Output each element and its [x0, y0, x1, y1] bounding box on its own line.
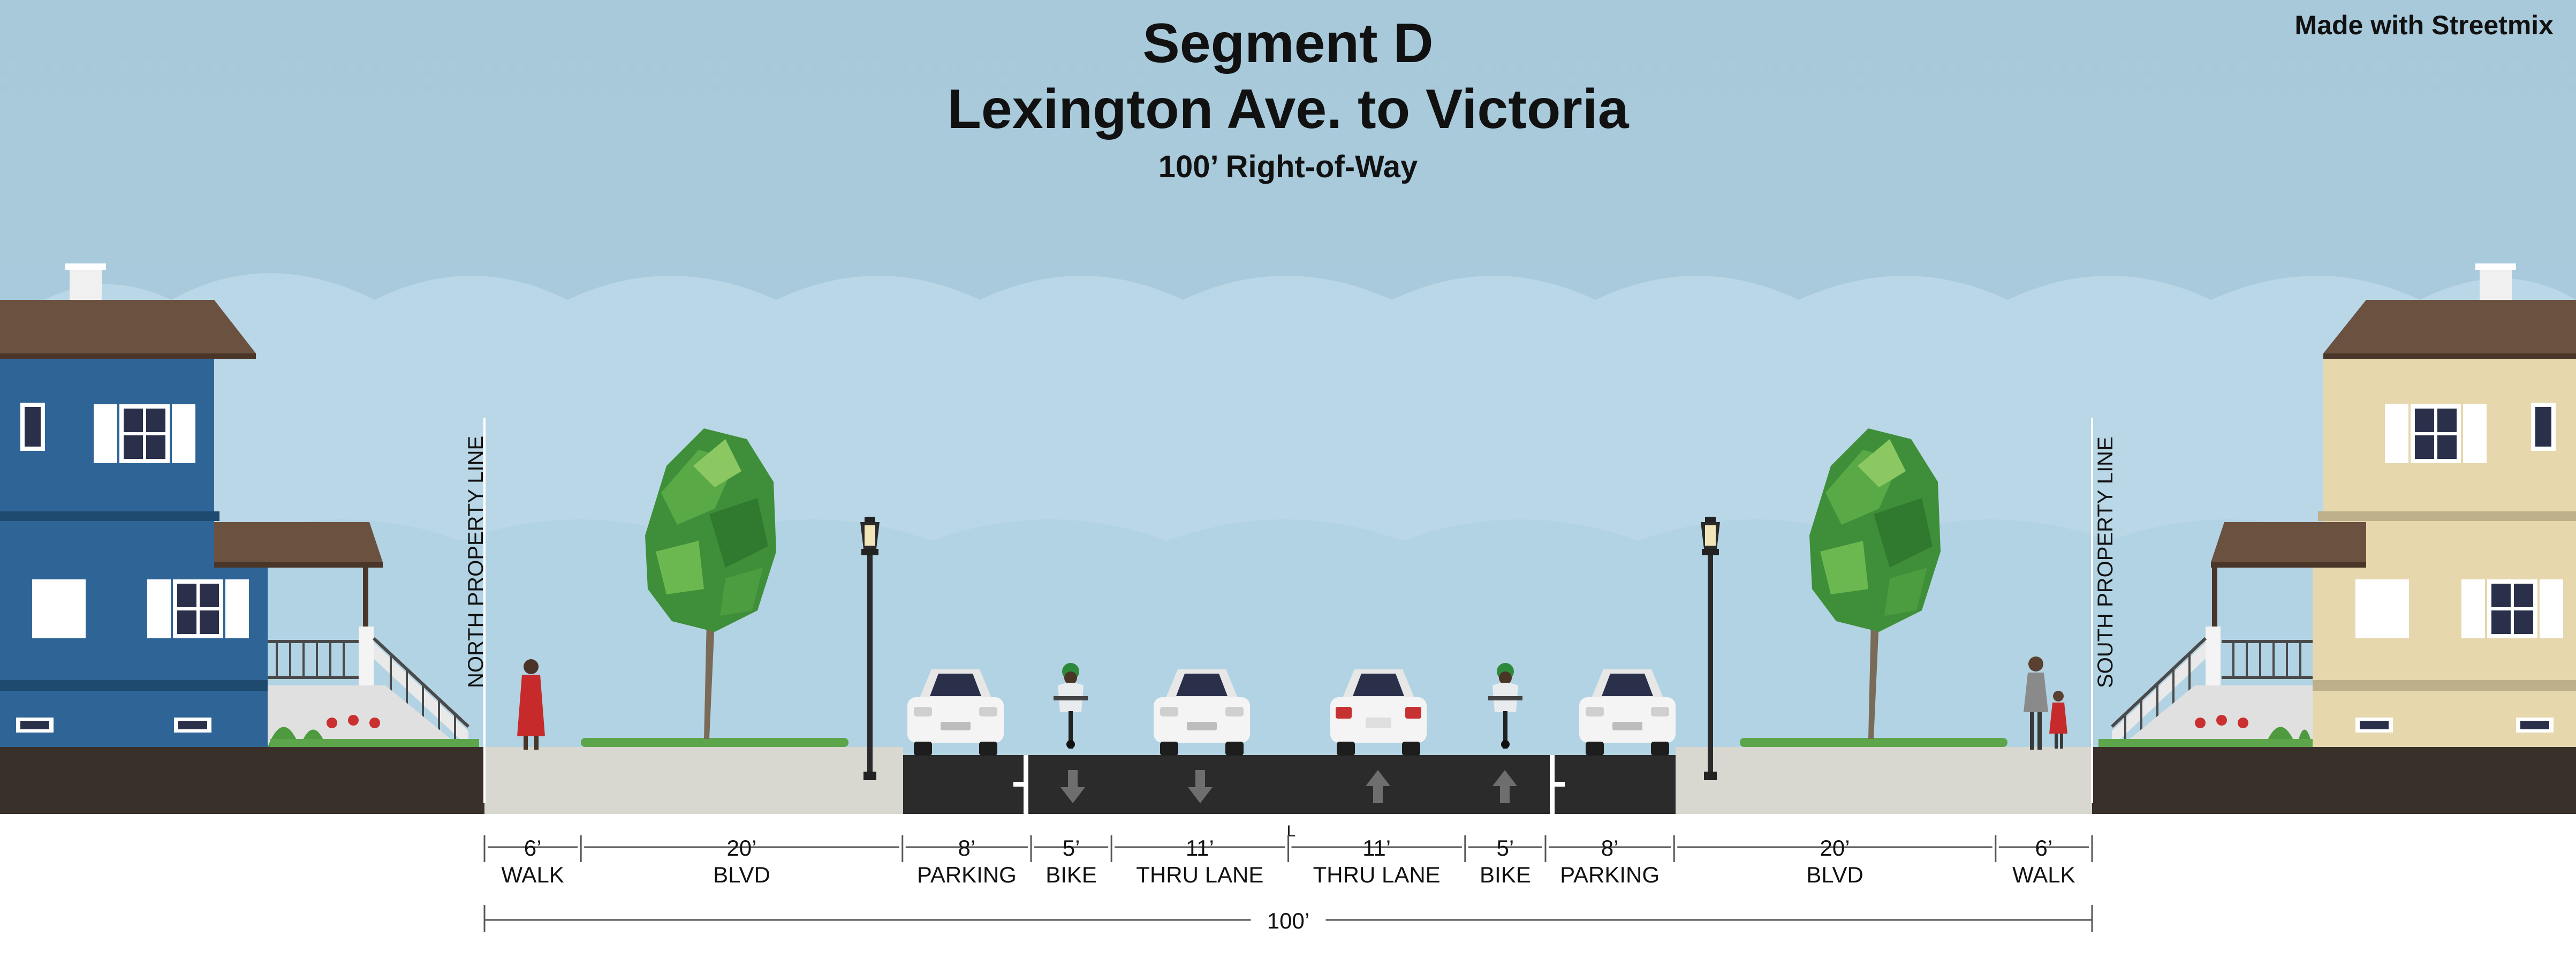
grass-strip-north: [581, 738, 848, 747]
north-house: [0, 263, 479, 747]
segment-name: BLVD: [1806, 862, 1863, 887]
segment-width: 6’: [524, 835, 542, 861]
south-property-line-label: SOUTH PROPERTY LINE: [2094, 436, 2117, 688]
segment-name: PARKING: [1560, 862, 1660, 887]
pedestrian-south-child: [2049, 691, 2067, 749]
streetmix-credit: Made with Streetmix: [2294, 10, 2554, 40]
bike-lane-stripe-north-tick: [1013, 782, 1028, 787]
roadway: [903, 755, 1676, 814]
bike-lane-stripe-south-tick: [1550, 782, 1565, 787]
arrow-down-icon: [1188, 770, 1213, 803]
segment-width: 6’: [2035, 835, 2053, 861]
segment-width: 5’: [1063, 835, 1080, 861]
total-width-label: 100’: [1267, 908, 1309, 933]
total-width-label-bg: [1251, 906, 1326, 933]
south-house: [2098, 263, 2576, 747]
pedestrian-north: [517, 659, 545, 750]
south-sidewalk-blvd: [1676, 747, 2092, 814]
segment-name: PARKING: [917, 862, 1017, 887]
north-sidewalk-blvd: [484, 747, 903, 814]
segment-width: 20’: [726, 835, 756, 861]
pedestrian-south-adult: [2024, 656, 2048, 750]
segment-width: 5’: [1497, 835, 1514, 861]
segment-name: BLVD: [713, 862, 770, 887]
arrow-up-icon: [1492, 770, 1517, 803]
right-of-way-label: 100’ Right-of-Way: [1158, 149, 1418, 184]
segment-width: 20’: [1820, 835, 1850, 861]
south-soil: [2092, 747, 2576, 814]
north-property-line-label: NORTH PROPERTY LINE: [464, 436, 488, 688]
grass-strip-south: [1740, 738, 2007, 747]
segment-width: 11’: [1362, 835, 1391, 861]
segment-name: WALK: [2012, 862, 2075, 887]
segment-name: BIKE: [1480, 862, 1531, 887]
arrow-up-icon: [1366, 770, 1390, 803]
north-soil: [0, 747, 484, 814]
segment-name: THRU LANE: [1313, 862, 1441, 887]
segment-name: BIKE: [1045, 862, 1097, 887]
arrow-down-icon: [1060, 770, 1085, 803]
segment-width: 11’: [1186, 835, 1214, 861]
segment-name: THRU LANE: [1136, 862, 1263, 887]
segment-width: 8’: [1601, 835, 1619, 861]
segment-name: WALK: [501, 862, 564, 887]
page-title: Segment D: [1142, 12, 1434, 74]
segment-width: 8’: [958, 835, 976, 861]
page-subtitle: Lexington Ave. to Victoria: [947, 78, 1629, 140]
